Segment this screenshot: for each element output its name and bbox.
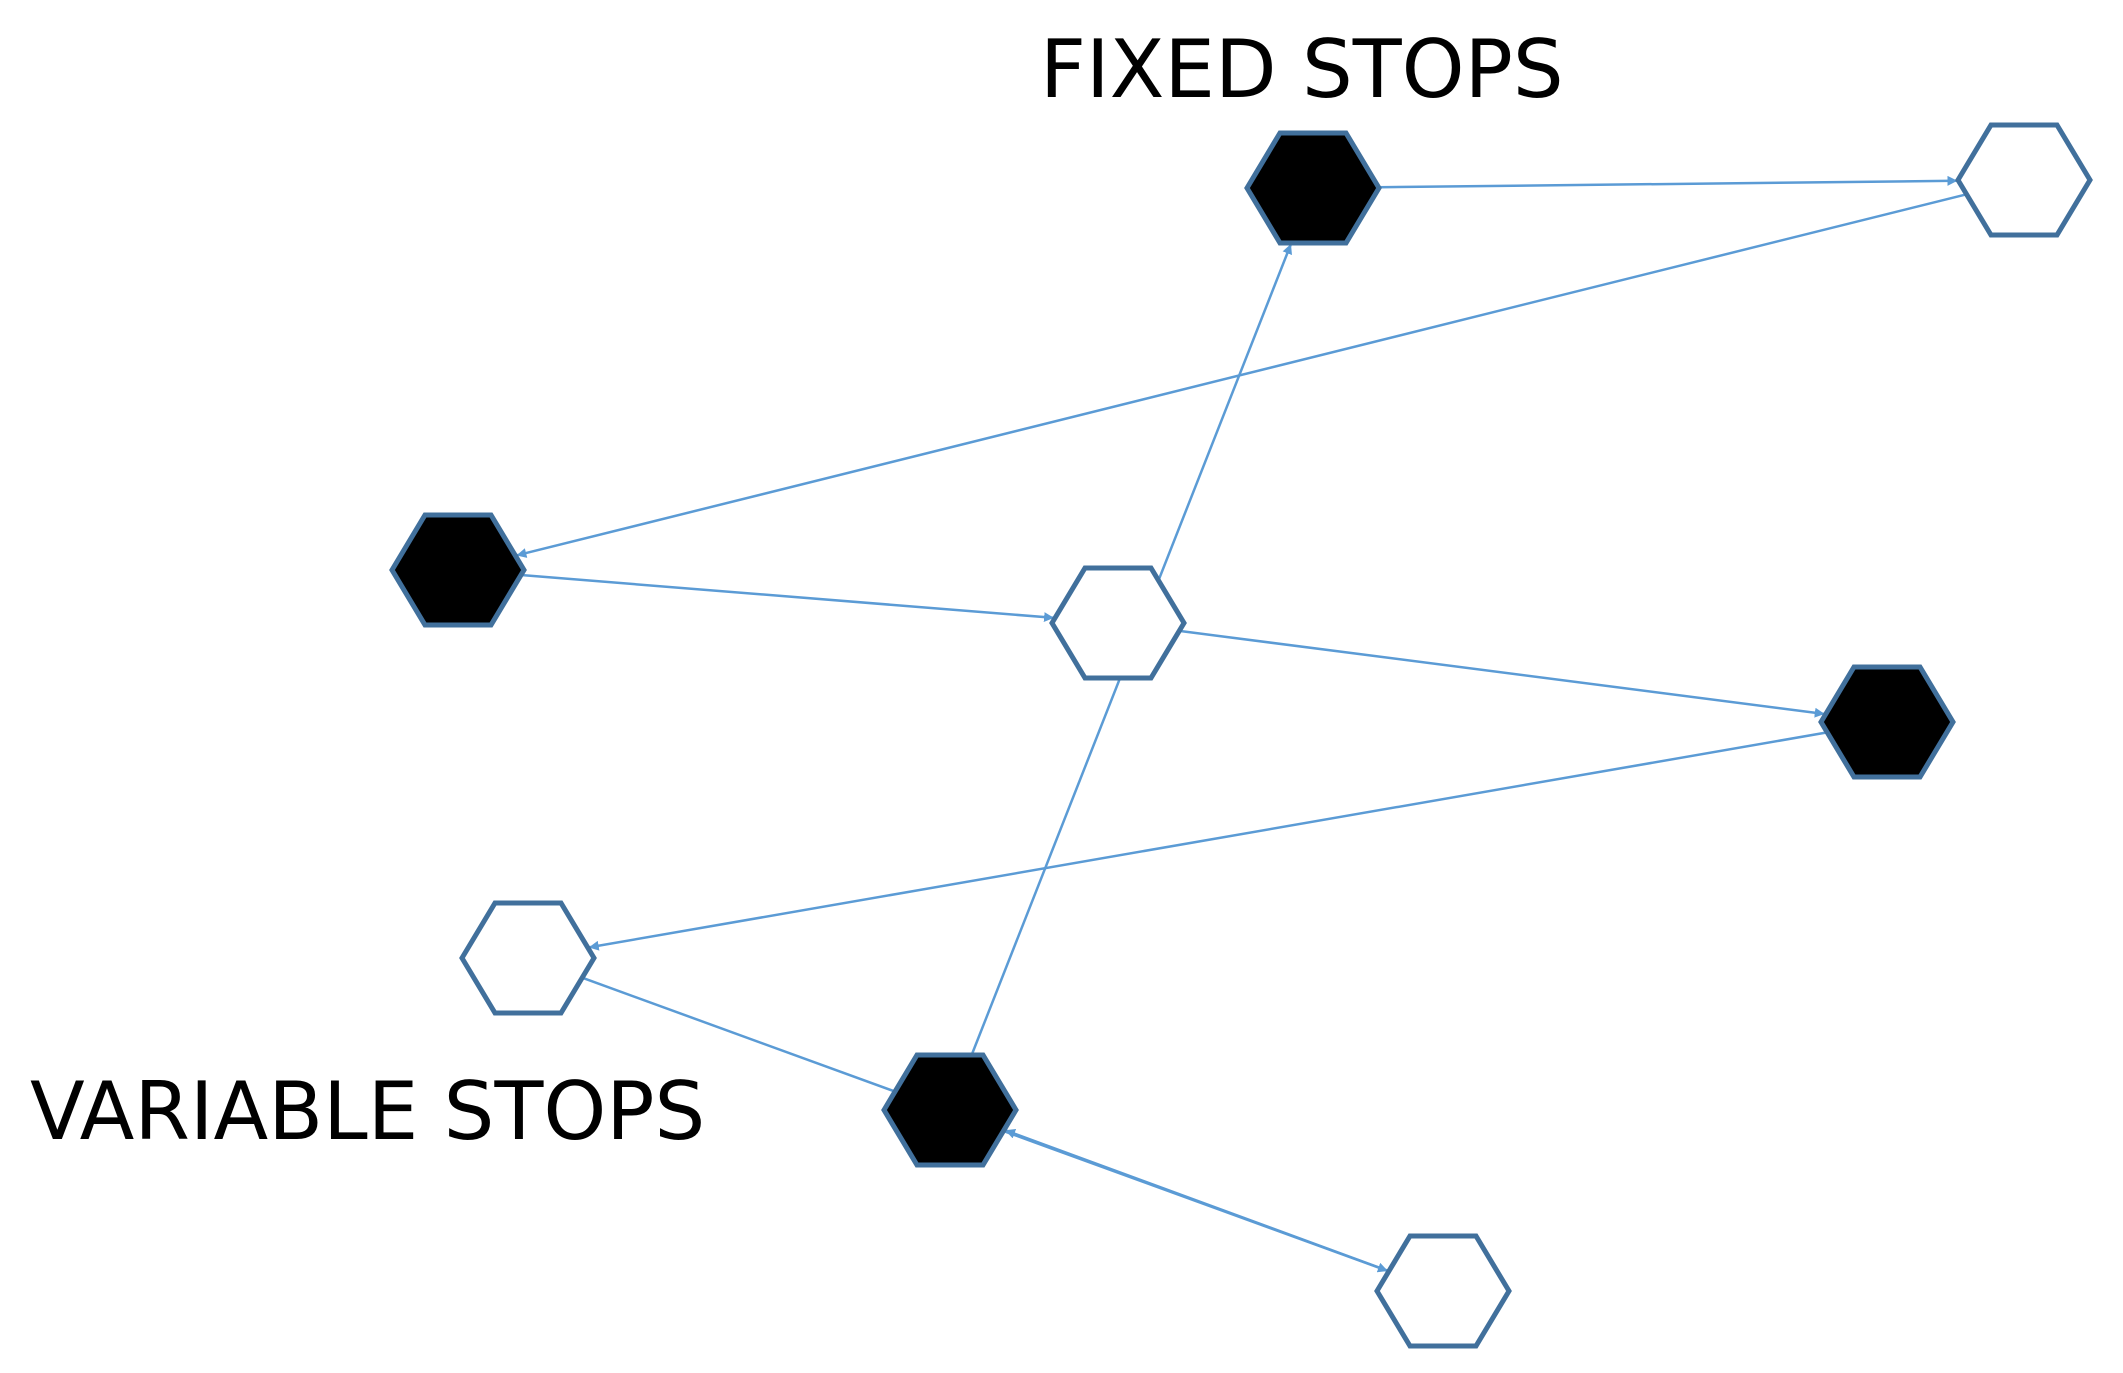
fixed-stop-node bbox=[389, 512, 527, 628]
edges bbox=[516, 175, 1967, 1273]
edge-fixed-2-to-variable-2 bbox=[520, 573, 1055, 623]
variable-stop-node bbox=[1049, 565, 1187, 681]
fixed-stop-node bbox=[1244, 130, 1382, 246]
variable-stops-label: VARIABLE STOPS bbox=[30, 1065, 706, 1158]
variable-stop-node bbox=[459, 900, 597, 1016]
edge-fixed-1-to-variable-1 bbox=[1378, 175, 1958, 189]
edge-fixed-3-to-variable-3 bbox=[588, 731, 1828, 951]
variable-stop-node bbox=[1374, 1233, 1512, 1349]
fixed-stop-node bbox=[1818, 664, 1956, 780]
fixed-stops-label: FIXED STOPS bbox=[1040, 23, 1564, 116]
nodes bbox=[389, 122, 2093, 1349]
fixed-stop-node bbox=[881, 1052, 1019, 1168]
edge-variable-1-to-fixed-2 bbox=[516, 193, 1967, 558]
variable-stop-node bbox=[1955, 122, 2093, 238]
edge-variable-2-to-fixed-3 bbox=[1179, 629, 1825, 718]
